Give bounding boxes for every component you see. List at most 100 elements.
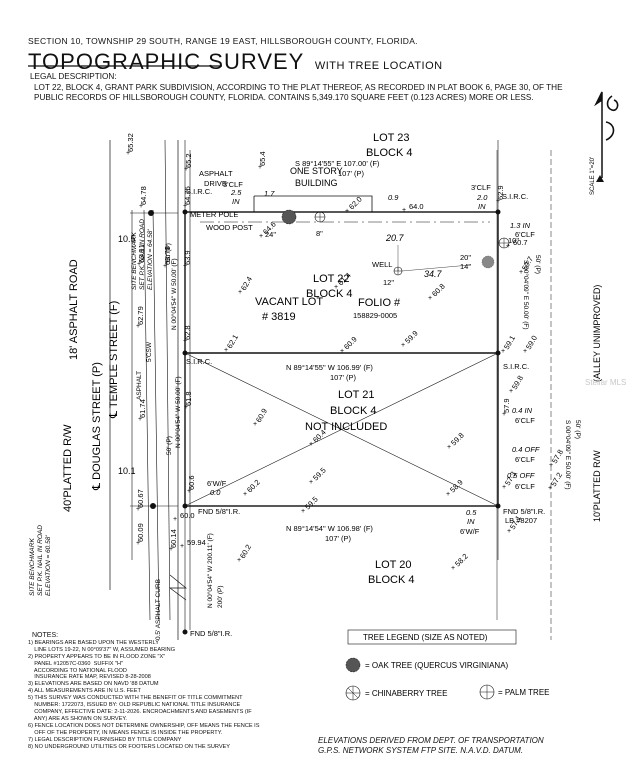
wf-left: 6'W/F bbox=[207, 479, 227, 488]
left-bearing-bot-p: 50' (P) bbox=[166, 436, 173, 455]
elevation-mark: + bbox=[136, 323, 140, 330]
platted-rw-left-label: 40'PLATTED R/W bbox=[62, 424, 74, 512]
elevation-value: 60.67 bbox=[136, 489, 145, 508]
bench-top-3: ELEVATION = 64.58' bbox=[147, 229, 154, 290]
dim-2-0: 2.0 bbox=[476, 193, 488, 202]
survey-title: TOPOGRAPHIC SURVEY bbox=[28, 49, 305, 74]
elevation-mark: + bbox=[187, 488, 191, 495]
elevation-mark: + bbox=[523, 348, 527, 355]
elevation-mark: + bbox=[446, 491, 450, 498]
elevation-value: 59.7 bbox=[520, 255, 535, 272]
elevation-mark: + bbox=[506, 243, 510, 250]
tree-8: 8" bbox=[316, 229, 323, 238]
clf-6-r4: 6'CLF bbox=[515, 482, 535, 491]
wood-post: WOOD POST bbox=[206, 223, 253, 232]
elevation-value: 57.1 bbox=[508, 514, 523, 531]
elevation-mark: + bbox=[136, 540, 140, 547]
mid-line-f: N 89°14'55" W 106.99' (F) bbox=[286, 363, 373, 372]
elevation-mark: + bbox=[509, 388, 513, 395]
asphalt-v-label: ASPHALT bbox=[136, 371, 143, 400]
elevation-value: 61.8 bbox=[184, 391, 193, 406]
dim-10-5: 10.5 bbox=[118, 234, 136, 244]
elevation-value: 59.9 bbox=[403, 329, 420, 346]
elevation-mark: + bbox=[180, 543, 184, 550]
note-item: 7) LEGAL DESCRIPTION FURNISHED BY TITLE … bbox=[28, 736, 182, 743]
tree-20: 20" bbox=[460, 253, 471, 262]
elevation-mark: + bbox=[243, 491, 247, 498]
elevation-value: 63.9 bbox=[183, 250, 192, 265]
elevation-value: 62.79 bbox=[136, 306, 145, 325]
elevation-value: 60.9 bbox=[254, 407, 269, 424]
right-bearing-bot-p: 50' (P) bbox=[574, 420, 581, 439]
bottom-line-f: N 89°14'54" W 106.98' (F) bbox=[286, 524, 373, 533]
elevation-value: 65.2 bbox=[184, 153, 193, 168]
legal-text: LOT 22, BLOCK 4, GRANT PARK SUBDIVISION,… bbox=[34, 82, 563, 103]
tree-10: 10" bbox=[508, 236, 519, 245]
elevation-mark: + bbox=[258, 164, 262, 171]
note-item: 4) ALL MEASUREMENTS ARE IN U.S. FEET bbox=[28, 688, 141, 695]
dim-10-1: 10.1 bbox=[118, 466, 136, 476]
vacant-num-label: # 3819 bbox=[262, 311, 296, 323]
elevation-mark: + bbox=[428, 295, 432, 302]
elevation-value: 58.2 bbox=[453, 552, 470, 569]
folio-num-label: 158829-0005 bbox=[353, 311, 397, 320]
fnd-right: FND 5/8"I.R. bbox=[503, 507, 545, 516]
elevation-mark: + bbox=[447, 444, 451, 451]
oak-tree-icon bbox=[481, 255, 495, 269]
douglas-street-label: ℄ DOUGLAS STREET (P) bbox=[91, 362, 103, 491]
elevation-value: 59.5 bbox=[311, 466, 328, 483]
lot20-label: LOT 20 bbox=[375, 559, 412, 571]
elevation-value: 62.8 bbox=[183, 325, 192, 340]
elevation-value: 58.9 bbox=[448, 478, 465, 495]
elevation-mark: + bbox=[183, 203, 187, 210]
right-bearing-top: S 00°04'09" E 50.00' (F) bbox=[522, 260, 530, 330]
elevation-value: 65.32 bbox=[126, 133, 135, 152]
asphalt-drive-1: ASPHALT bbox=[199, 169, 233, 178]
note-item: 1) BEARINGS ARE BASED UPON THE WESTERLY … bbox=[28, 639, 176, 653]
elevation-value: 57.9 bbox=[502, 398, 511, 413]
palm-tree-icon bbox=[498, 237, 510, 249]
right-bearing-bot: S 00°04'09" E 50.00' (F) bbox=[564, 420, 572, 490]
elevation-mark: + bbox=[309, 479, 313, 486]
folio-label: FOLIO # bbox=[358, 297, 401, 309]
sirc-tl: S.I.R.C. bbox=[186, 187, 212, 196]
lot22-label: LOT 22 bbox=[313, 273, 350, 285]
elevation-mark: + bbox=[184, 404, 188, 411]
elevation-value: 65.4 bbox=[258, 151, 267, 166]
elevation-value: 59.8 bbox=[510, 374, 525, 391]
top-line-f: S 89°14'55" E 107.00' (F) bbox=[295, 159, 380, 168]
fnd-left: FND 5/8"I.R. bbox=[198, 507, 240, 516]
mid-line-p: 107' (P) bbox=[330, 373, 357, 382]
legal-description: LEGAL DESCRIPTION: LOT 22, BLOCK 4, GRAN… bbox=[30, 72, 590, 104]
note-item: 2) PROPERTY APPEARS TO BE IN FLOOD ZONE … bbox=[28, 653, 166, 681]
elevation-value: 59.0 bbox=[524, 334, 539, 351]
elevation-value: 59.1 bbox=[502, 334, 517, 351]
elevation-value: 60.2 bbox=[245, 478, 262, 495]
elevation-value: 64.0 bbox=[409, 202, 424, 211]
block4-top-label: BLOCK 4 bbox=[366, 147, 412, 159]
elevation-mark: + bbox=[496, 198, 500, 205]
elevation-mark: + bbox=[340, 348, 344, 355]
not-included-label: NOT INCLUDED bbox=[305, 421, 387, 433]
elevation-value: 60.09 bbox=[136, 523, 145, 542]
watermark: Stellar MLS bbox=[585, 378, 626, 387]
scale-label: SCALE 1"=20' bbox=[590, 157, 596, 195]
elevation-mark: + bbox=[401, 342, 405, 349]
bench-bot-1: SITE BENCHMARK bbox=[29, 538, 36, 596]
elevation-mark: + bbox=[138, 416, 142, 423]
block4-20-label: BLOCK 4 bbox=[368, 574, 414, 586]
elevation-source-note: ELEVATIONS DERIVED FROM DEPT. OF TRANSPO… bbox=[318, 736, 544, 755]
oak-tree-icon bbox=[281, 209, 297, 225]
notes-block: NOTES: 1) BEARINGS ARE BASED UPON THE WE… bbox=[28, 632, 318, 750]
survey-subtitle: WITH TREE LOCATION bbox=[314, 60, 443, 72]
elevation-value: 60.0 bbox=[180, 511, 195, 520]
sirc-tr: S.I.R.C. bbox=[502, 192, 528, 201]
asphalt-road-label: 18' ASPHALT ROAD bbox=[68, 259, 80, 360]
in-bottom: IN bbox=[467, 517, 475, 526]
bench-bot-3: ELEVATION = 60.58' bbox=[45, 535, 52, 596]
elevation-note-line1: ELEVATIONS DERIVED FROM DEPT. OF TRANSPO… bbox=[318, 736, 544, 745]
elevation-mark: + bbox=[253, 421, 257, 428]
bench-top-2: SET P.K. NAIL IN ROAD bbox=[139, 219, 146, 290]
asphalt-curb-label: 0.5' ASPHALT CURB bbox=[155, 579, 162, 640]
elevation-note-line2: G.P.S. NETWORK SYSTEM FTP SITE. N.A.V.D.… bbox=[318, 745, 524, 755]
